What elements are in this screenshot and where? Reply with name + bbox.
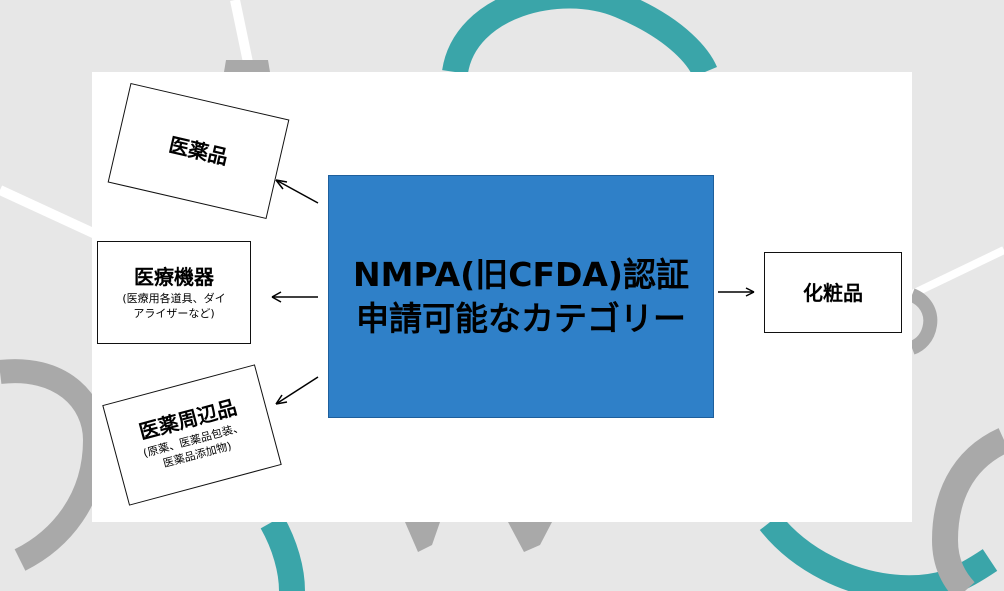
category-cosmetics-box: 化粧品 (764, 252, 902, 333)
category-drugs-title: 医薬品 (166, 132, 231, 170)
center-title-line1: NMPA(旧CFDA)認証 (352, 254, 689, 294)
category-devices-sub2: アライザーなど) (133, 306, 215, 320)
category-devices-sub1: (医療用各道具、ダイ (122, 291, 226, 305)
center-category-box: NMPA(旧CFDA)認証 申請可能なカテゴリー (328, 175, 714, 418)
category-devices-title: 医療機器 (134, 264, 214, 289)
category-cosmetics-title: 化粧品 (803, 280, 863, 305)
category-devices-box: 医療機器 (医療用各道具、ダイ アライザーなど) (97, 241, 251, 344)
center-title-line2: 申請可能なカテゴリー (356, 298, 686, 338)
